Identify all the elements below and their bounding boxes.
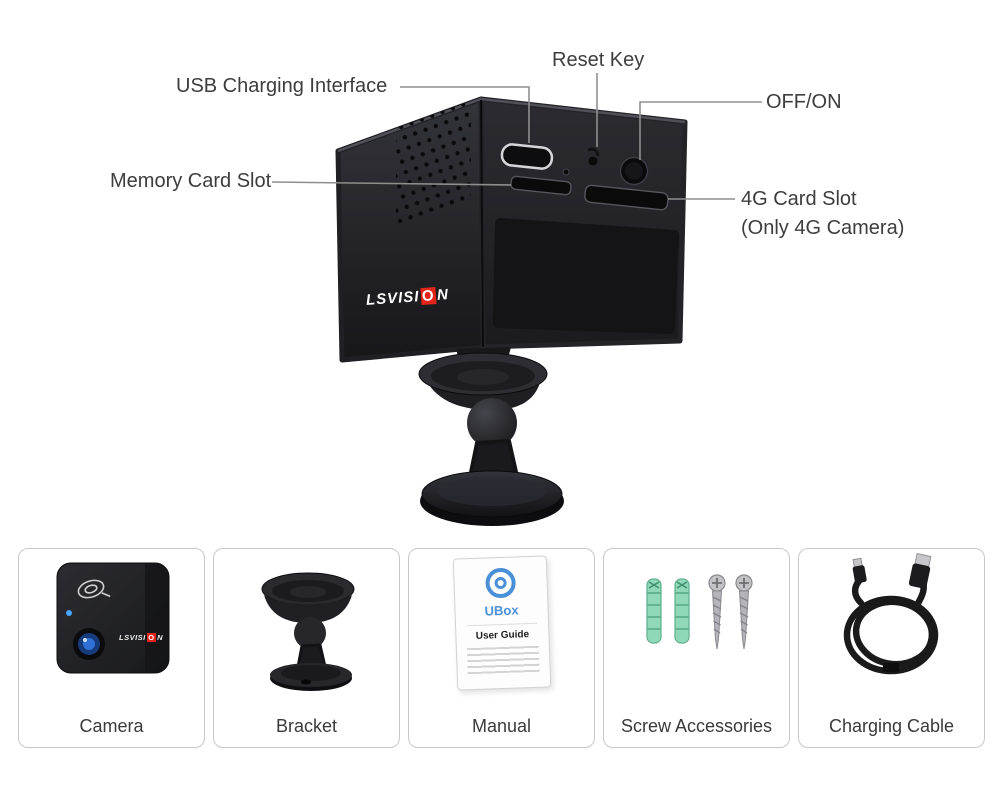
manual-thumbnail: UBox User Guide xyxy=(409,549,594,701)
callout-4g-line2: (Only 4G Camera) xyxy=(741,217,905,239)
line-memory xyxy=(271,181,512,186)
brand-accent: O xyxy=(419,287,437,306)
speaker-grille xyxy=(396,101,471,226)
cable-thumbnail xyxy=(799,549,984,701)
ubox-logo-icon xyxy=(485,567,517,599)
ports-panel xyxy=(493,143,679,334)
callout-lines xyxy=(271,73,762,200)
cable-coil xyxy=(843,577,939,675)
ball-joint xyxy=(467,398,517,448)
callout-off-on: OFF/ON xyxy=(766,91,842,113)
card-label-camera: Camera xyxy=(79,716,144,736)
usb-small-connector xyxy=(852,557,867,584)
mic-hole xyxy=(562,168,570,176)
line-power xyxy=(639,101,762,160)
callout-memory-card: Memory Card Slot xyxy=(110,170,272,192)
manual-title: User Guide xyxy=(475,629,530,642)
bracket-thumbnail xyxy=(214,549,399,701)
manual-fine-print xyxy=(466,645,540,675)
accessory-card-bracket: Bracket xyxy=(213,548,400,748)
manual-divider xyxy=(467,622,538,627)
base-screw-hole xyxy=(301,679,311,685)
callout-reset-key: Reset Key xyxy=(552,49,645,71)
screws-thumbnail xyxy=(604,549,789,701)
wall-anchor xyxy=(674,578,690,644)
cable-thumb-art xyxy=(843,552,939,675)
screws-thumb-art xyxy=(646,574,753,650)
callout-usb-charging: USB Charging Interface xyxy=(176,75,388,97)
brand-accent: O xyxy=(146,633,157,642)
card-label-screws: Screw Accessories xyxy=(620,716,773,736)
brand-post: N xyxy=(157,633,164,642)
camera-thumb-art xyxy=(56,562,170,674)
accessory-card-screws: Screw Accessories xyxy=(603,548,790,748)
screw xyxy=(708,574,726,650)
camera-diagram: Reset Key USB Charging Interface OFF/ON … xyxy=(110,49,904,526)
manual-book: UBox User Guide xyxy=(452,555,552,691)
line-usb xyxy=(400,86,530,143)
label-recess xyxy=(493,218,679,334)
accessory-card-cable: Charging Cable xyxy=(798,548,985,748)
sim-card-slot xyxy=(584,184,669,211)
brand-post: N xyxy=(436,286,450,304)
wall-anchor xyxy=(646,578,662,644)
satellite-dish-icon xyxy=(77,579,111,599)
memory-card-slot xyxy=(510,175,572,196)
callout-4g-line1: 4G Card Slot xyxy=(741,188,857,210)
usb-a-connector xyxy=(908,552,932,589)
brand-pre: LSVISI xyxy=(119,633,146,642)
reset-hole xyxy=(587,147,600,166)
accessory-card-manual: UBox User Guide Manual xyxy=(408,548,595,748)
cable-tie xyxy=(883,663,899,672)
card-label-manual: Manual xyxy=(471,716,532,736)
bracket-thumb-art xyxy=(261,572,355,691)
card-label-bracket: Bracket xyxy=(275,716,338,736)
usb-c-port xyxy=(500,143,554,170)
callout-4g-card-slot: 4G Card Slot (Only 4G Camera) xyxy=(741,185,904,243)
manual-brand: UBox xyxy=(484,602,519,619)
card-label-cable: Charging Cable xyxy=(828,716,955,736)
camera-lens xyxy=(73,628,105,660)
power-button xyxy=(619,156,649,186)
hero-art xyxy=(271,73,762,526)
screw xyxy=(735,574,753,650)
mount-bracket xyxy=(418,347,564,526)
status-led xyxy=(66,610,72,616)
